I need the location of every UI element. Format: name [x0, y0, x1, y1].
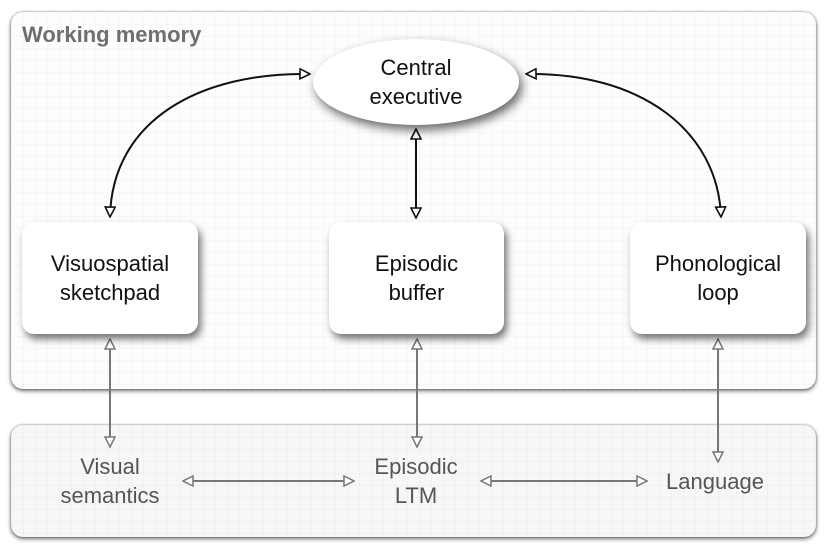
node-label-line2: loop — [697, 280, 739, 305]
central-executive-line1: Central — [380, 55, 452, 80]
node-label-line1: Episodic — [374, 251, 459, 276]
node-label-line2: buffer — [388, 280, 445, 305]
working-memory-title: Working memory — [22, 22, 202, 47]
ltm-label-line1: Visual — [80, 454, 140, 479]
node-label-line1: Phonological — [655, 251, 781, 276]
ltm-label-line2: semantics — [60, 483, 160, 508]
visual-semantics-label: Visual semantics — [50, 452, 170, 510]
ltm-label-line1: Language — [666, 469, 764, 494]
node-label-line1: Visuospatial — [50, 251, 170, 276]
visuospatial-sketchpad-node: Visuospatial sketchpad — [22, 222, 198, 334]
phonological-loop-node: Phonological loop — [630, 222, 806, 334]
central-executive-node: Central executive — [313, 39, 519, 125]
ltm-label-line1: Episodic — [374, 454, 458, 479]
ltm-label-line2: LTM — [394, 483, 438, 508]
node-label-line2: sketchpad — [59, 280, 161, 305]
language-label: Language — [650, 467, 780, 496]
episodic-ltm-label: Episodic LTM — [356, 452, 476, 510]
central-executive-line2: executive — [369, 84, 463, 109]
episodic-buffer-node: Episodic buffer — [329, 222, 504, 334]
